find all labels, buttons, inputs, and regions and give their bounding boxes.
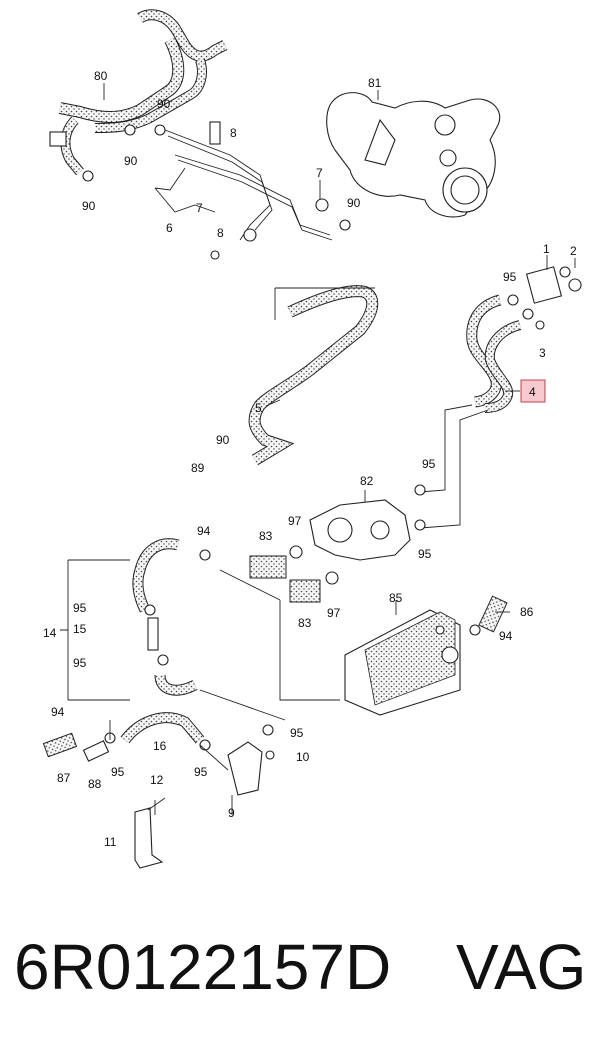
label-95-c: 95 [418, 547, 432, 561]
leader-lines [103, 83, 576, 815]
label-1: 1 [543, 242, 550, 256]
label-8-a: 8 [230, 126, 237, 140]
label-95-b: 95 [422, 457, 436, 471]
label-7-a: 7 [316, 166, 323, 180]
label-83-b: 83 [298, 616, 312, 630]
hose-assembly-14 [60, 538, 211, 701]
part-number: 6R0122157D [14, 931, 392, 1003]
label-80: 80 [94, 69, 108, 83]
hose-5 [248, 285, 379, 466]
label-94-a: 94 [197, 524, 211, 538]
label-6: 6 [166, 221, 173, 235]
label-90-c: 90 [82, 199, 96, 213]
label-90-b: 90 [124, 154, 138, 168]
label-85: 85 [389, 591, 403, 605]
label-94-b: 94 [499, 629, 513, 643]
highlight-box-4 [520, 379, 546, 403]
turbocharger-81 [326, 92, 501, 218]
label-81: 81 [368, 76, 382, 90]
hose-86 [469, 595, 508, 636]
label-88: 88 [88, 777, 102, 791]
label-14: 14 [43, 626, 57, 640]
pump-9 [199, 741, 275, 796]
thermostat-housing-82 [309, 484, 426, 561]
label-97-a: 97 [288, 514, 302, 528]
label-83-a: 83 [259, 529, 273, 543]
label-95-a: 95 [503, 270, 517, 284]
label-4: 4 [529, 385, 536, 399]
label-82: 82 [360, 474, 374, 488]
label-15: 15 [73, 622, 87, 636]
heater-core-85 [344, 609, 461, 716]
label-95-h: 95 [290, 726, 304, 740]
label-95-g: 95 [194, 765, 208, 779]
label-12: 12 [150, 773, 164, 787]
label-2: 2 [570, 244, 577, 258]
label-94-c: 94 [51, 705, 65, 719]
label-90-e: 90 [216, 433, 230, 447]
label-7-b: 7 [196, 201, 203, 215]
brand-name: VAG [456, 931, 587, 1003]
parts-diagram: 80 90 90 90 8 81 7 90 6 7 8 1 2 95 3 4 5… [42, 9, 582, 869]
label-9: 9 [228, 806, 235, 820]
callout-labels: 80 90 90 90 8 81 7 90 6 7 8 1 2 95 3 4 5… [43, 69, 577, 849]
bracket-11 [134, 797, 166, 869]
hose-assembly-80 [49, 9, 228, 182]
hose-4-assembly [419, 266, 582, 529]
label-90-a: 90 [157, 97, 171, 111]
label-3: 3 [539, 346, 546, 360]
label-11: 11 [104, 835, 117, 849]
hose-16 [42, 712, 274, 762]
label-87: 87 [57, 771, 71, 785]
metal-pipes-6 [154, 121, 351, 260]
label-10: 10 [296, 750, 310, 764]
label-89: 89 [191, 461, 205, 475]
label-90-d: 90 [347, 196, 361, 210]
label-8-b: 8 [217, 226, 224, 240]
hose-83-lower [289, 571, 339, 603]
label-97-b: 97 [327, 606, 341, 620]
label-95-e: 95 [73, 601, 87, 615]
label-86: 86 [520, 605, 534, 619]
footer: 6R0122157D VAG [0, 930, 600, 1030]
label-95-f: 95 [111, 765, 125, 779]
label-5: 5 [255, 401, 262, 415]
label-16: 16 [153, 739, 167, 753]
hose-83-upper [249, 545, 303, 579]
label-95-d: 95 [73, 656, 87, 670]
